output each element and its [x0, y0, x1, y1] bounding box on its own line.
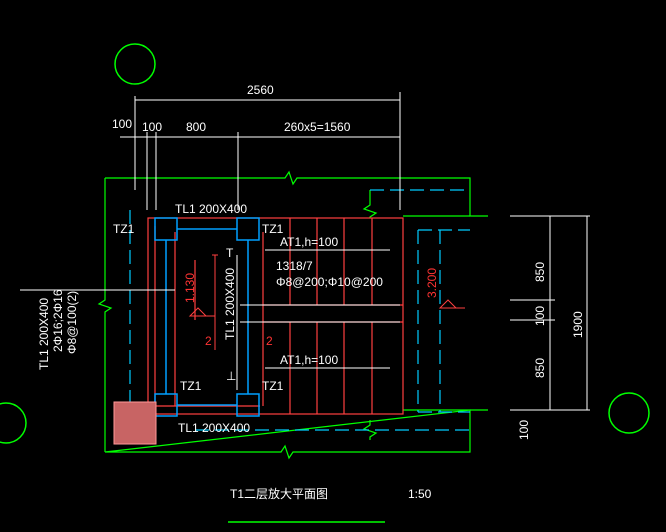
label-at1-bottom: AT1,h=100 [280, 353, 338, 367]
columns [154, 217, 260, 417]
label-tz1-top-right: TZ1 [262, 222, 284, 236]
dim-overall-width: 2560 [247, 83, 274, 97]
label-tl1-vertical: TL1 200X400 [223, 268, 237, 340]
mark-up: T [226, 246, 234, 260]
label-stair-note: 1318/7 [276, 259, 313, 273]
dim-left-gap-b: 100 [142, 120, 162, 134]
axis-bubble-top [114, 43, 156, 85]
inner-wall [362, 190, 488, 440]
column-bl [154, 393, 178, 417]
label-tz1-bottom-left: TZ1 [180, 379, 202, 393]
elevation-markers [188, 254, 465, 350]
dim-right-bottom: 850 [533, 358, 547, 378]
dim-right-total: 1900 [571, 311, 585, 338]
axis-bubble-left [0, 402, 27, 444]
stair-center-lines [20, 249, 400, 390]
dimension-lines-top [120, 92, 401, 210]
mark-2-right: 2 [266, 334, 273, 348]
dim-steps-width: 260x5=1560 [284, 120, 351, 134]
mark-2-left: 2 [205, 334, 212, 348]
column-br [236, 393, 260, 417]
dim-right-base: 100 [517, 420, 531, 440]
label-tz1-top-left: TZ1 [113, 222, 135, 236]
label-tl1-bottom: TL1 200X400 [178, 421, 250, 435]
dim-right-mid: 100 [533, 306, 547, 326]
label-rebar-note: Φ8@200;Φ10@200 [276, 275, 383, 289]
outer-wall [97, 170, 488, 460]
dim-landing-width: 800 [186, 120, 206, 134]
label-elev-left: 1.130 [183, 273, 197, 303]
column-tl [154, 217, 178, 241]
label-left-beam-a: TL1 200X400 [37, 298, 51, 370]
axis-bubble-right [608, 392, 650, 434]
label-at1-top: AT1,h=100 [280, 235, 338, 249]
hidden-wall-lines [129, 189, 470, 431]
column-tr [236, 217, 260, 241]
dimension-lines-right [510, 215, 590, 411]
label-tz1-bottom-right: TZ1 [262, 379, 284, 393]
column-block [113, 401, 157, 445]
drawing-scale: 1:50 [408, 487, 432, 501]
mark-down: ⊥ [226, 369, 236, 383]
label-left-beam-c: Φ8@100(2) [65, 291, 79, 354]
dim-left-gap-a: 100 [112, 117, 132, 131]
dim-right-top: 850 [533, 262, 547, 282]
drawing-title: T1二层放大平面图 [230, 486, 328, 501]
label-elev-right: 3.200 [425, 268, 439, 298]
label-tl1-top: TL1 200X400 [175, 202, 247, 216]
label-left-beam-b: 2Φ16;2Φ16 [51, 289, 65, 352]
